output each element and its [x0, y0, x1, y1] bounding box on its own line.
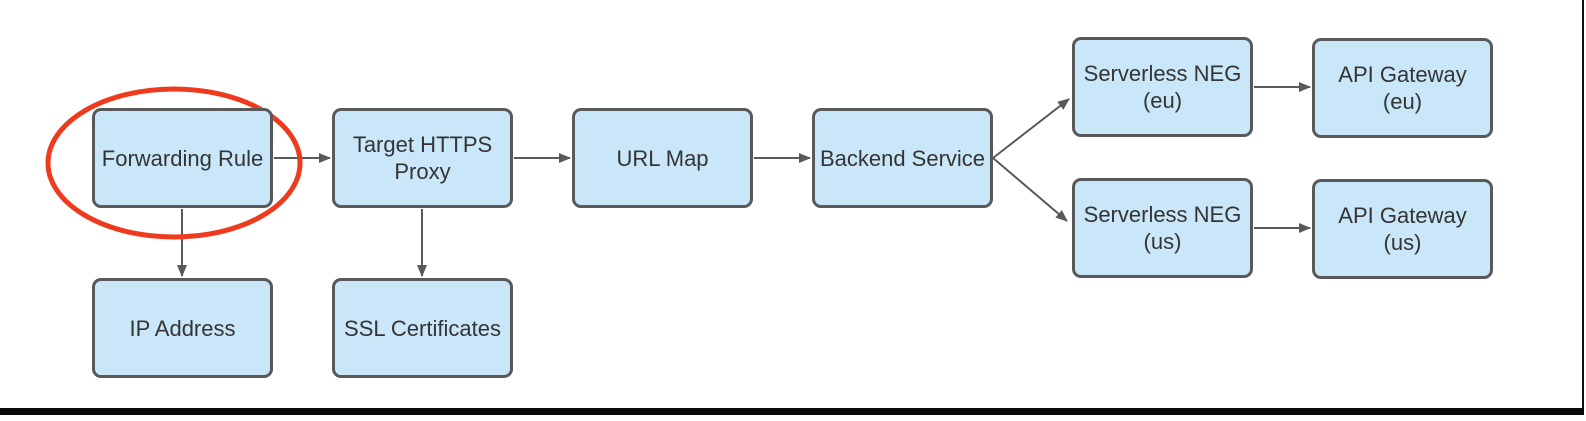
node-label-serverless-neg-us: Serverless NEG (us) [1083, 202, 1242, 254]
node-api-gateway-eu: API Gateway (eu) [1312, 38, 1493, 138]
node-label-ip-address: IP Address [129, 315, 236, 341]
node-url-map: URL Map [572, 108, 753, 208]
node-serverless-neg-eu: Serverless NEG (eu) [1072, 37, 1253, 137]
node-ssl-certificates: SSL Certificates [332, 278, 513, 378]
node-serverless-neg-us: Serverless NEG (us) [1072, 178, 1253, 278]
node-label-backend-service: Backend Service [819, 145, 986, 171]
node-label-api-gateway-eu: API Gateway (eu) [1338, 62, 1467, 114]
node-forwarding-rule: Forwarding Rule [92, 108, 273, 208]
node-ip-address: IP Address [92, 278, 273, 378]
node-target-https-proxy: Target HTTPS Proxy [332, 108, 513, 208]
window-edge-right [1582, 0, 1584, 415]
edge-backend-service-to-serverless-neg-us [992, 157, 1068, 222]
node-label-serverless-neg-eu: Serverless NEG (eu) [1083, 61, 1242, 113]
node-label-target-https-proxy: Target HTTPS Proxy [352, 132, 493, 184]
node-label-forwarding-rule: Forwarding Rule [101, 145, 264, 171]
window-edge-bottom [0, 408, 1584, 415]
edge-backend-service-to-serverless-neg-eu [992, 98, 1070, 159]
node-backend-service: Backend Service [812, 108, 993, 208]
highlight-ellipse [45, 86, 303, 240]
node-label-ssl-certificates: SSL Certificates [344, 315, 501, 341]
node-api-gateway-us: API Gateway (us) [1312, 179, 1493, 279]
node-label-url-map: URL Map [616, 145, 709, 171]
node-label-api-gateway-us: API Gateway (us) [1338, 203, 1467, 255]
